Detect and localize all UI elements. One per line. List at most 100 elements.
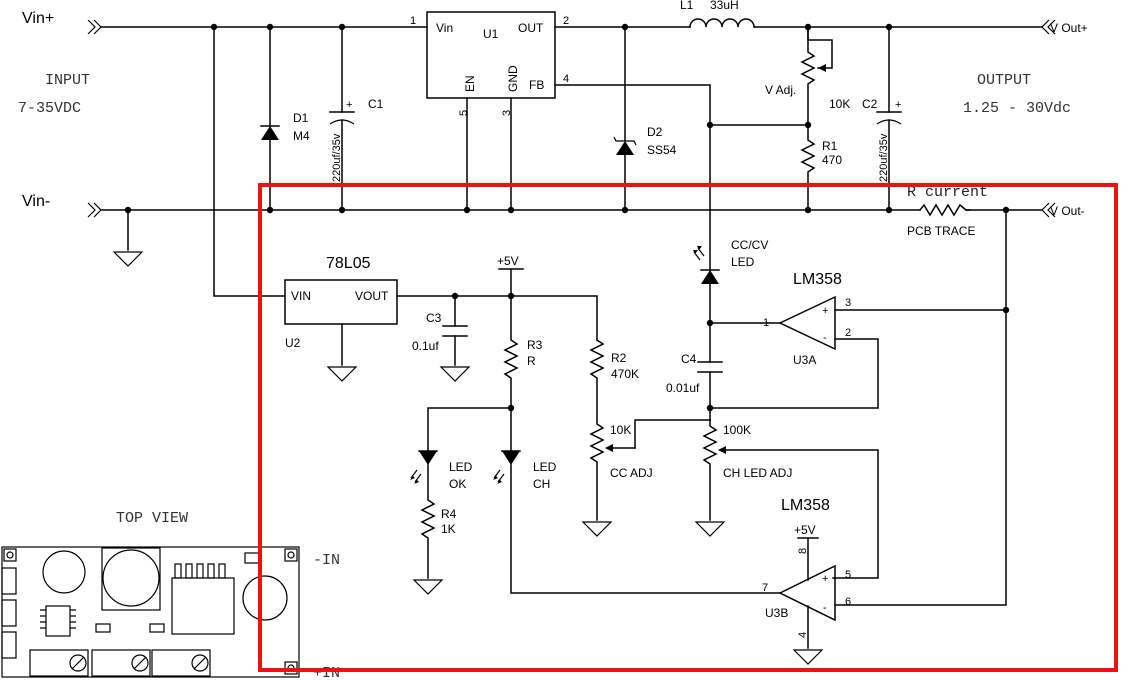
- plus5v-label: +5V: [497, 254, 519, 268]
- c4-ref: C4: [681, 352, 697, 366]
- u1-pin-out: OUT: [518, 21, 544, 35]
- inductor-l1: L1 33uH: [680, 0, 755, 28]
- resistor-r-current: R current PCB TRACE: [907, 184, 988, 238]
- r2-ref: R2: [611, 351, 627, 365]
- potentiometer-cc-adj: 10K CC ADJ: [605, 419, 711, 480]
- opamp-u3a: + - LM358 U3A 1 3 2: [709, 271, 1007, 409]
- u3b-ref: U3B: [765, 606, 788, 620]
- u1-ref: U1: [483, 27, 499, 41]
- input-range: 7-35VDC: [18, 100, 81, 117]
- c1-ref: C1: [368, 97, 384, 111]
- u1-pin-num-3: 3: [501, 110, 513, 116]
- ch-led-adj-value: 100K: [723, 423, 751, 437]
- output-title: OUTPUT: [977, 72, 1031, 89]
- led-cccv: CC/CV LED: [693, 238, 768, 363]
- vout-minus-label: V Out-: [1050, 204, 1085, 218]
- resistor-r4: R4 1K: [412, 464, 457, 595]
- plus-in-label: +IN: [313, 665, 340, 681]
- led-ok: LED OK: [410, 407, 512, 491]
- u2-pin-vin: VIN: [291, 289, 311, 303]
- d1-value: M4: [293, 129, 310, 143]
- c1-value: 220uf/35v: [331, 133, 343, 182]
- led-ch-line2: CH: [533, 477, 550, 491]
- capacitor-c4: C4 0.01uf: [666, 352, 723, 421]
- u3a-plus-sign: +: [822, 305, 828, 317]
- r4-ref: R4: [441, 507, 457, 521]
- u3b-part: LM358: [781, 497, 830, 514]
- u3b-plus-sign: +: [822, 573, 828, 585]
- cccv-led-line1: CC/CV: [731, 238, 768, 252]
- d2-ref: D2: [647, 125, 663, 139]
- r4-value: 1K: [441, 522, 456, 536]
- r2-value: 470K: [611, 367, 639, 381]
- led-ok-line1: LED: [449, 460, 473, 474]
- capacitor-c1: + C1 220uf/35v: [329, 26, 384, 211]
- u3b-pin-7: 7: [762, 582, 768, 594]
- pcb-trace-label: PCB TRACE: [907, 224, 975, 238]
- cc-adj-value: 10K: [610, 423, 631, 437]
- cc-adj-label: CC ADJ: [610, 466, 653, 480]
- l1-ref: L1: [680, 0, 694, 12]
- vin-minus-label: Vin-: [22, 193, 50, 210]
- vadj-value: 10K: [829, 97, 850, 111]
- u3a-ref: U3A: [793, 353, 816, 367]
- vadj-label: V Adj.: [765, 83, 796, 97]
- c2-ref: C2: [862, 97, 878, 111]
- vout-minus-terminal: V Out-: [1041, 202, 1085, 218]
- c4-value: 0.01uf: [666, 381, 700, 395]
- capacitor-c3: C3 0.1uf: [412, 295, 471, 382]
- c2-value: 220uf/35v: [878, 133, 890, 182]
- u1-pin-num-4: 4: [563, 73, 569, 85]
- diode-d2: D2 SS54: [613, 26, 677, 211]
- cccv-led-line2: LED: [731, 255, 755, 269]
- plus5v-marker: +5V: [497, 254, 524, 297]
- d2-value: SS54: [647, 143, 677, 157]
- u3a-pin-1: 1: [763, 317, 769, 329]
- u3b-minus-sign: -: [823, 602, 827, 614]
- top-view-label: TOP VIEW: [116, 510, 188, 527]
- led-ch: LED CH: [493, 450, 781, 594]
- potentiometer-vadj: V Adj. 10K R1 470: [709, 26, 850, 211]
- vin-plus-terminal: Vin+: [22, 10, 102, 35]
- board-top-view: TOP VIEW: [1, 510, 340, 681]
- opamp-u3b: + - LM358 +5V U3B 7 5 6 8 4: [762, 209, 1007, 665]
- u2-part: 78L05: [326, 255, 371, 272]
- led-ch-line1: LED: [533, 460, 557, 474]
- c3-value: 0.1uf: [412, 339, 439, 353]
- u3a-minus-sign: -: [823, 332, 827, 344]
- resistor-r2: R2 470K: [581, 338, 639, 537]
- u1-pin-vin: Vin: [436, 21, 453, 35]
- c3-ref: C3: [426, 311, 442, 325]
- resistor-r3: R3 R: [503, 295, 543, 451]
- svg-text:+: +: [895, 99, 901, 111]
- svg-text:+: +: [346, 99, 352, 111]
- r1-value: 470: [822, 153, 842, 167]
- potentiometer-ch-led-adj: 100K CH LED ADJ: [694, 419, 879, 579]
- d1-ref: D1: [293, 111, 309, 125]
- r-current-label: R current: [907, 184, 988, 201]
- vout-plus-terminal: V Out+: [1041, 19, 1088, 35]
- u3b-pin-5: 5: [845, 569, 851, 581]
- u3b-pin-6: 6: [845, 596, 851, 608]
- diode-d1: D1 M4: [260, 26, 310, 211]
- capacitor-c2: + C2 220uf/35v: [862, 26, 902, 211]
- regulator-u2: VIN VOUT 78L05 U2: [213, 26, 598, 382]
- u3b-pin-8: 8: [797, 548, 809, 554]
- r1-ref: R1: [822, 139, 838, 153]
- highlight-box: [258, 183, 1118, 672]
- u3b-pin-4: 4: [797, 632, 809, 638]
- input-title: INPUT: [45, 72, 90, 89]
- u1-pin-num-1: 1: [410, 15, 416, 27]
- regulator-u1: Vin U1 OUT FB EN GND 1 2 4 5 3: [410, 11, 711, 271]
- vin-plus-label: Vin+: [22, 10, 54, 27]
- vout-plus-label: V Out+: [1050, 21, 1088, 35]
- u2-pin-vout: VOUT: [355, 289, 389, 303]
- minus-in-label: -IN: [313, 552, 340, 569]
- vin-minus-terminal: Vin-: [22, 193, 102, 218]
- u1-pin-fb: FB: [529, 78, 544, 92]
- u3a-part: LM358: [793, 271, 842, 288]
- led-ok-line2: OK: [449, 477, 466, 491]
- r3-ref: R3: [527, 338, 543, 352]
- u3a-pin-2: 2: [845, 327, 851, 339]
- output-range: 1.25 - 30Vdc: [963, 100, 1071, 117]
